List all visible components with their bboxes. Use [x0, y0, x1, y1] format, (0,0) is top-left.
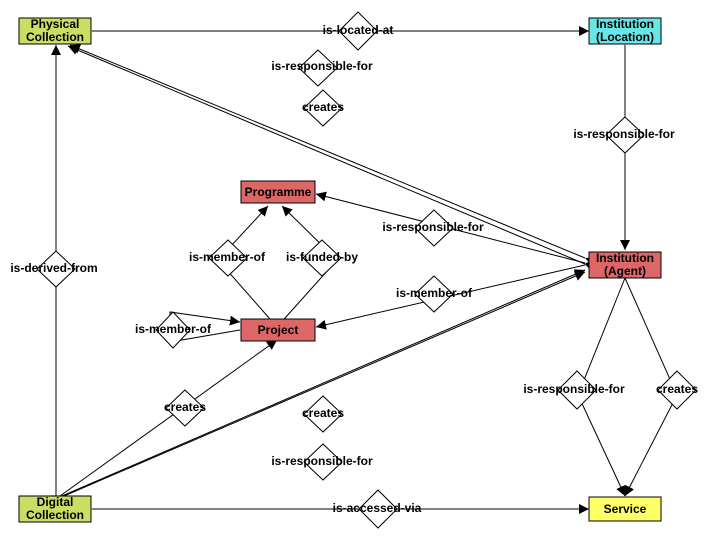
diamond-responsible-top	[298, 49, 338, 87]
diamond-creates-service	[657, 370, 697, 410]
entity-label-physical-line2: Collection	[26, 30, 84, 44]
rel-label-is-funded-by: is-funded-by	[286, 250, 358, 264]
entity-label-digital-line2: Collection	[26, 508, 84, 522]
rel-label-is-member-of: is-member-of	[135, 322, 212, 336]
entity-institution-agent	[588, 251, 662, 279]
rel-label-creates: creates	[302, 100, 344, 114]
entity-programme	[240, 180, 316, 204]
entity-label-location-line1: Institution	[596, 17, 654, 31]
diamond-member-agent	[414, 275, 454, 313]
entity-label-physical-line1: Physical	[31, 17, 80, 31]
diamond-responsible-service	[557, 370, 597, 410]
diamond-funded-by	[302, 239, 342, 277]
rel-label-is-responsible-for: is-responsible-for	[271, 454, 373, 468]
relationship-diamonds	[36, 11, 697, 529]
diamond-member-self	[155, 311, 191, 349]
connectors	[48, 26, 678, 514]
diamond-member-programme	[208, 239, 248, 277]
rel-label-is-located-at: is-located-at	[323, 23, 394, 37]
entity-digital-collection	[18, 495, 92, 523]
entity-project	[240, 318, 316, 342]
entity-label-service: Service	[604, 502, 647, 516]
diamond-located-at	[338, 11, 378, 51]
diamond-responsible-programme	[414, 209, 454, 247]
entity-labels: Physical Collection Institution (Locatio…	[26, 17, 654, 522]
diamond-responsible-digital	[303, 443, 343, 481]
diamond-derived-from	[36, 250, 76, 288]
rel-label-is-member-of: is-member-of	[396, 286, 473, 300]
diamond-creates-top	[303, 89, 343, 127]
relationship-labels: is-located-at is-responsible-for creates…	[10, 23, 698, 515]
rel-label-creates: creates	[164, 400, 206, 414]
entity-label-digital-line1: Digital	[37, 495, 74, 509]
entity-label-location-line2: (Location)	[596, 30, 654, 44]
rel-label-is-responsible-for: is-responsible-for	[271, 59, 373, 73]
diamond-creates-project	[165, 389, 205, 427]
diamond-accessed-via	[358, 489, 398, 529]
rel-label-is-member-of: is-member-of	[189, 250, 266, 264]
diamond-creates-digital	[303, 395, 343, 433]
entity-label-agent-line1: Institution	[596, 251, 654, 265]
rel-label-creates: creates	[656, 382, 698, 396]
entity-institution-location	[588, 17, 662, 45]
rel-label-creates: creates	[302, 406, 344, 420]
entity-physical-collection	[18, 17, 92, 45]
entity-label-programme: Programme	[245, 185, 312, 199]
rel-label-is-derived-from: is-derived-from	[10, 261, 97, 275]
entity-boxes	[18, 17, 662, 523]
rel-label-is-responsible-for: is-responsible-for	[573, 127, 675, 141]
rel-label-is-responsible-for: is-responsible-for	[382, 220, 484, 234]
rel-label-is-accessed-via: is-accessed-via	[333, 501, 422, 515]
line-creates-physical	[67, 45, 597, 273]
line-responsible-digital	[52, 271, 586, 505]
entity-service	[588, 496, 662, 522]
rel-label-is-responsible-for: is-responsible-for	[523, 382, 625, 396]
entity-label-project: Project	[258, 323, 299, 337]
entity-label-agent-line2: (Agent)	[604, 264, 646, 278]
diamond-responsible-right	[605, 116, 645, 154]
